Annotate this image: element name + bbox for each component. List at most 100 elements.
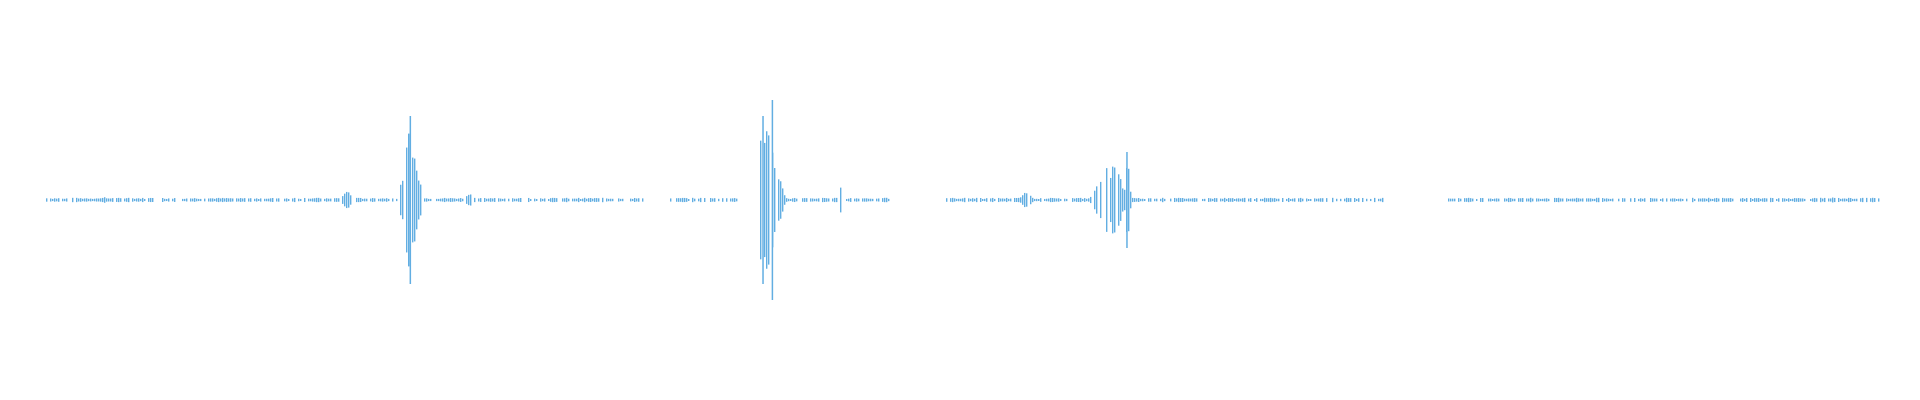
waveform-bar bbox=[96, 198, 98, 202]
waveform-bar bbox=[774, 168, 776, 232]
waveform-bar bbox=[686, 198, 688, 202]
waveform-bar bbox=[1856, 198, 1858, 202]
waveform-bar bbox=[1716, 197, 1718, 203]
waveform-bar bbox=[420, 184, 422, 216]
waveform-bar bbox=[1812, 198, 1814, 202]
waveform-bar bbox=[236, 198, 238, 202]
waveform-bar bbox=[638, 198, 640, 202]
waveform-bar bbox=[1766, 198, 1768, 202]
waveform-bar bbox=[582, 198, 584, 202]
waveform-bar bbox=[228, 198, 230, 202]
waveform-bar bbox=[676, 198, 678, 202]
waveform-bar bbox=[104, 197, 106, 203]
waveform-bar bbox=[1180, 198, 1182, 202]
waveform-bar bbox=[196, 198, 198, 202]
waveform-bar bbox=[868, 198, 870, 202]
waveform-bar bbox=[80, 198, 82, 202]
waveform-bar bbox=[168, 198, 170, 202]
waveform-bar bbox=[956, 198, 958, 202]
waveform-bar bbox=[1586, 198, 1588, 202]
waveform-bar bbox=[768, 135, 770, 265]
waveform-bar bbox=[370, 198, 372, 202]
waveform-bar bbox=[428, 198, 430, 202]
waveform-bar bbox=[336, 198, 338, 202]
waveform-bar bbox=[1508, 197, 1510, 203]
waveform-bar bbox=[1110, 177, 1112, 223]
waveform-bar bbox=[1354, 198, 1356, 202]
waveform-bar bbox=[426, 198, 428, 202]
waveform-bar bbox=[1134, 198, 1136, 202]
waveform-bar bbox=[292, 198, 294, 202]
waveform-bar bbox=[1174, 197, 1176, 203]
waveform-bar bbox=[300, 198, 302, 202]
waveform-bar bbox=[324, 198, 326, 202]
waveform-bar bbox=[1002, 198, 1004, 202]
waveform-bar bbox=[1862, 197, 1864, 203]
waveform-bar bbox=[1038, 198, 1040, 202]
waveform-bar bbox=[888, 198, 890, 202]
waveform-bar bbox=[142, 197, 144, 203]
waveform-bar bbox=[1242, 198, 1244, 202]
waveform-bar bbox=[1054, 198, 1056, 202]
waveform-bar bbox=[840, 187, 842, 213]
waveform-bar bbox=[1844, 198, 1846, 202]
waveform-bar bbox=[596, 198, 598, 202]
waveform-bar bbox=[1574, 198, 1576, 202]
waveform-bar bbox=[488, 198, 490, 202]
waveform-bar bbox=[1490, 198, 1492, 202]
waveform-bar bbox=[1722, 197, 1724, 203]
waveform-bar bbox=[1080, 197, 1082, 203]
waveform-bar bbox=[1866, 197, 1868, 203]
waveform-bar bbox=[1220, 198, 1222, 202]
waveform-bar bbox=[1250, 198, 1252, 202]
waveform-bar bbox=[360, 197, 362, 203]
waveform-bar bbox=[100, 198, 102, 202]
waveform-bar bbox=[172, 198, 174, 202]
waveform-bar bbox=[1842, 198, 1844, 202]
waveform-bar bbox=[502, 198, 504, 202]
waveform-bar bbox=[1060, 198, 1062, 202]
waveform-bar bbox=[1234, 198, 1236, 202]
waveform-bar bbox=[184, 198, 186, 202]
waveform-bar bbox=[1370, 198, 1372, 202]
waveform-bar bbox=[456, 198, 458, 202]
waveform-bar bbox=[1088, 198, 1090, 202]
waveform-bar bbox=[200, 198, 202, 202]
waveform-bar bbox=[88, 198, 90, 202]
waveform-bar bbox=[1464, 198, 1466, 202]
waveform-bar bbox=[828, 198, 830, 202]
waveform-bar bbox=[356, 197, 358, 203]
waveform-bar bbox=[1556, 198, 1558, 202]
waveform-bar bbox=[960, 198, 962, 202]
waveform-bar bbox=[1744, 198, 1746, 202]
waveform-bar bbox=[1582, 198, 1584, 202]
waveform-bar bbox=[210, 198, 212, 202]
waveform-bar bbox=[516, 198, 518, 202]
waveform-bar bbox=[848, 198, 850, 202]
waveform-bar bbox=[1492, 198, 1494, 202]
waveform-bar bbox=[1192, 198, 1194, 202]
waveform-bar bbox=[1560, 198, 1562, 202]
waveform-bar bbox=[384, 198, 386, 202]
waveform-bar bbox=[1538, 198, 1540, 202]
waveform-bar bbox=[726, 198, 728, 202]
waveform-bar bbox=[1222, 198, 1224, 202]
waveform-bar bbox=[1118, 174, 1120, 226]
waveform-bar bbox=[56, 198, 58, 202]
waveform-bar bbox=[1576, 197, 1578, 203]
waveform-bar bbox=[1660, 198, 1662, 202]
waveform-bar bbox=[218, 197, 220, 203]
waveform-bar bbox=[94, 198, 96, 202]
waveform-bar bbox=[1624, 198, 1626, 202]
waveform-bar bbox=[1676, 198, 1678, 202]
waveform-bar bbox=[1148, 198, 1150, 202]
waveform-bar bbox=[242, 198, 244, 202]
waveform-bar bbox=[1496, 198, 1498, 202]
waveform-bar bbox=[564, 198, 566, 202]
waveform-bar bbox=[1772, 198, 1774, 202]
waveform-bar bbox=[1160, 198, 1162, 202]
waveform-bar bbox=[1656, 198, 1658, 202]
waveform-bar bbox=[76, 197, 78, 203]
waveform-bar bbox=[1506, 198, 1508, 202]
